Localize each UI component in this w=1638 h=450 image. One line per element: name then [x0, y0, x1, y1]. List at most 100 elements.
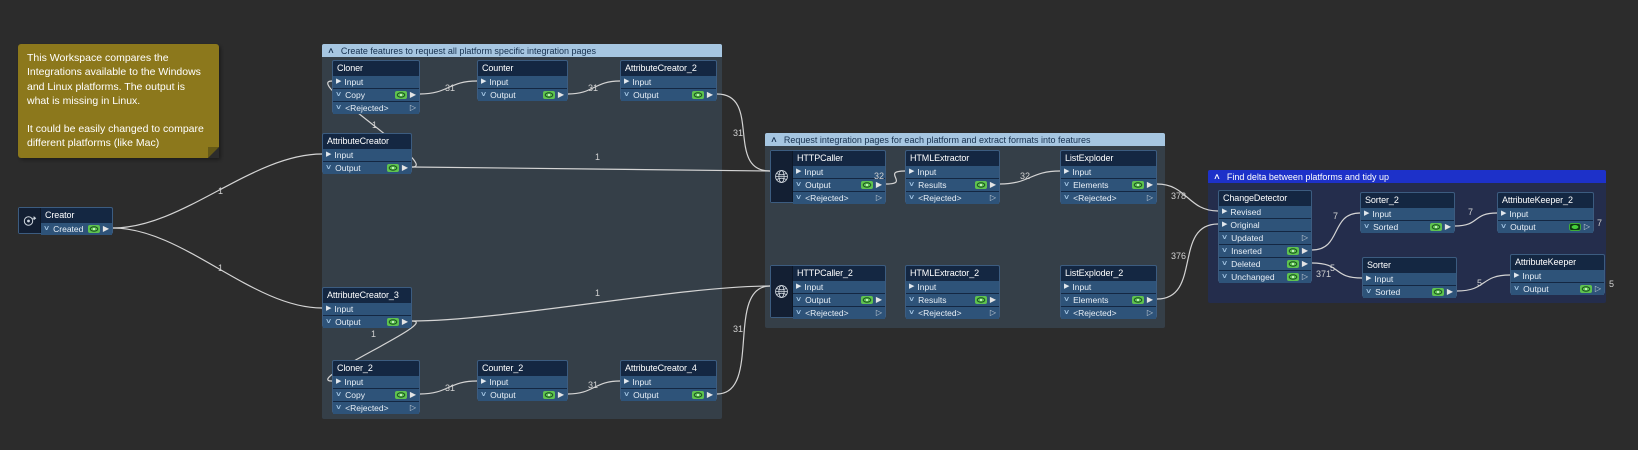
input-port-icon[interactable]: ▶ — [1222, 208, 1228, 215]
chevron-down-icon[interactable]: ∨ — [1062, 194, 1071, 201]
node-cloner[interactable]: Cloner▶Input∨Copy▶∨<Rejected>▷ — [332, 60, 420, 114]
port-row-output[interactable]: ∨Output▶ — [478, 89, 567, 101]
feature-cache-icon[interactable] — [386, 318, 399, 326]
port-row-input[interactable]: ▶Input — [906, 281, 999, 293]
node-attributecreator_4[interactable]: AttributeCreator_4▶Input∨Output▶ — [620, 360, 717, 401]
feature-cache-icon[interactable] — [394, 91, 407, 99]
connection-wire[interactable] — [411, 285, 771, 322]
chevron-down-icon[interactable]: ∨ — [479, 91, 488, 98]
port-row-input[interactable]: ▶Input — [621, 376, 716, 388]
output-port-icon[interactable]: ▷ — [989, 308, 996, 317]
port-row-output[interactable]: ∨Output▶ — [323, 316, 411, 328]
chevron-down-icon[interactable]: ∨ — [1362, 223, 1371, 230]
feature-cache-icon[interactable] — [542, 91, 555, 99]
output-port-icon[interactable]: ▶ — [989, 180, 996, 189]
output-port-icon[interactable]: ▶ — [409, 90, 416, 99]
output-port-icon[interactable]: ▶ — [989, 295, 996, 304]
connection-wire[interactable] — [112, 227, 323, 309]
port-row-rejected[interactable]: ∨<Rejected>▷ — [906, 307, 999, 319]
connection-wire[interactable] — [1454, 212, 1498, 227]
connection-wire[interactable] — [1156, 183, 1219, 212]
input-port-icon[interactable]: ▶ — [1064, 283, 1070, 290]
connection-wire[interactable] — [1311, 212, 1361, 251]
chevron-down-icon[interactable]: ∨ — [479, 391, 488, 398]
port-row-input[interactable]: ▶Input — [478, 376, 567, 388]
input-port-icon[interactable]: ▶ — [336, 378, 342, 385]
feature-cache-icon[interactable] — [860, 181, 873, 189]
chevron-down-icon[interactable]: ∨ — [907, 181, 916, 188]
output-port-icon[interactable]: ▶ — [875, 180, 882, 189]
input-port-icon[interactable]: ▶ — [1366, 275, 1372, 282]
port-row-rejected[interactable]: ∨<Rejected>▷ — [906, 192, 999, 204]
port-row-output[interactable]: ∨Output▶ — [793, 179, 885, 191]
output-port-icon[interactable]: ▶ — [409, 390, 416, 399]
node-htmlextractor_2[interactable]: HTMLExtractor_2▶Input∨Results▶∨<Rejected… — [905, 265, 1000, 319]
feature-cache-icon[interactable] — [1286, 260, 1299, 268]
feature-cache-icon[interactable] — [386, 164, 399, 172]
connection-wire[interactable] — [1156, 223, 1219, 300]
chevron-down-icon[interactable]: ∨ — [334, 391, 343, 398]
port-row-unchanged[interactable]: ∨Unchanged▷ — [1219, 271, 1311, 283]
output-port-icon[interactable]: ▶ — [706, 390, 713, 399]
feature-cache-icon[interactable] — [1429, 223, 1442, 231]
port-row-deleted[interactable]: ∨Deleted▶ — [1219, 258, 1311, 270]
port-row-input[interactable]: ▶Input — [333, 76, 419, 88]
output-port-icon[interactable]: ▷ — [1301, 272, 1308, 281]
port-row-output[interactable]: ∨Output▷ — [1511, 283, 1604, 295]
output-port-icon[interactable]: ▷ — [1301, 233, 1308, 242]
chevron-down-icon[interactable]: ∨ — [907, 194, 916, 201]
input-port-icon[interactable]: ▶ — [326, 305, 332, 312]
node-attributecreator[interactable]: AttributeCreator▶Input∨Output▶ — [322, 133, 412, 174]
node-htmlextractor[interactable]: HTMLExtractor▶Input∨Results▶∨<Rejected>▷ — [905, 150, 1000, 204]
node-cloner_2[interactable]: Cloner_2▶Input∨Copy▶∨<Rejected>▷ — [332, 360, 420, 414]
connection-wire[interactable] — [112, 153, 323, 229]
port-row-input[interactable]: ▶Input — [621, 76, 716, 88]
input-port-icon[interactable]: ▶ — [1222, 221, 1228, 228]
input-port-icon[interactable]: ▶ — [909, 168, 915, 175]
port-row-copy[interactable]: ∨Copy▶ — [333, 89, 419, 101]
port-row-input[interactable]: ▶Input — [1061, 166, 1156, 178]
input-port-icon[interactable]: ▶ — [336, 78, 342, 85]
port-row-elements[interactable]: ∨Elements▶ — [1061, 179, 1156, 191]
output-port-icon[interactable]: ▷ — [989, 193, 996, 202]
port-row-results[interactable]: ∨Results▶ — [906, 179, 999, 191]
output-port-icon[interactable]: ▶ — [1446, 287, 1453, 296]
node-creator[interactable]: Creator∨Created▶ — [18, 207, 113, 235]
node-attributecreator_2[interactable]: AttributeCreator_2▶Input∨Output▶ — [620, 60, 717, 101]
chevron-down-icon[interactable]: ∨ — [907, 309, 916, 316]
port-row-inserted[interactable]: ∨Inserted▶ — [1219, 245, 1311, 257]
chevron-down-icon[interactable]: ∨ — [334, 104, 343, 111]
node-listexploder[interactable]: ListExploder▶Input∨Elements▶∨<Rejected>▷ — [1060, 150, 1157, 204]
port-row-sorted[interactable]: ∨Sorted▶ — [1361, 221, 1454, 233]
feature-cache-icon[interactable] — [1131, 296, 1144, 304]
port-row-input[interactable]: ▶Input — [323, 303, 411, 315]
chevron-down-icon[interactable]: ∨ — [1364, 288, 1373, 295]
chevron-down-icon[interactable]: ∨ — [1062, 296, 1071, 303]
chevron-down-icon[interactable]: ∨ — [1512, 285, 1521, 292]
input-port-icon[interactable]: ▶ — [909, 283, 915, 290]
chevron-down-icon[interactable]: ∨ — [1220, 260, 1229, 267]
port-row-input[interactable]: ▶Input — [1363, 273, 1456, 285]
port-row-sorted[interactable]: ∨Sorted▶ — [1363, 286, 1456, 298]
chevron-down-icon[interactable]: ∨ — [334, 91, 343, 98]
port-row-input[interactable]: ▶Input — [1361, 208, 1454, 220]
connection-wire[interactable] — [327, 80, 417, 168]
node-httpcaller[interactable]: HTTPCaller▶Input∨Output▶∨<Rejected>▷ — [770, 150, 886, 204]
feature-cache-icon[interactable] — [1131, 181, 1144, 189]
input-port-icon[interactable]: ▶ — [796, 283, 802, 290]
input-port-icon[interactable]: ▶ — [1514, 272, 1520, 279]
output-port-icon[interactable]: ▶ — [706, 90, 713, 99]
input-port-icon[interactable]: ▶ — [481, 78, 487, 85]
output-port-icon[interactable]: ▶ — [1146, 180, 1153, 189]
port-row-input[interactable]: ▶Input — [323, 149, 411, 161]
port-row-elements[interactable]: ∨Elements▶ — [1061, 294, 1156, 306]
input-port-icon[interactable]: ▶ — [1364, 210, 1370, 217]
chevron-down-icon[interactable]: ∨ — [1220, 234, 1229, 241]
node-attributekeeper_2[interactable]: AttributeKeeper_2▶Input∨Output▷ — [1497, 192, 1594, 233]
output-port-icon[interactable]: ▶ — [1146, 295, 1153, 304]
chevron-down-icon[interactable]: ∨ — [794, 309, 803, 316]
port-row-output[interactable]: ∨Output▶ — [621, 89, 716, 101]
feature-cache-icon[interactable] — [87, 225, 100, 233]
connection-wire[interactable] — [419, 380, 478, 395]
